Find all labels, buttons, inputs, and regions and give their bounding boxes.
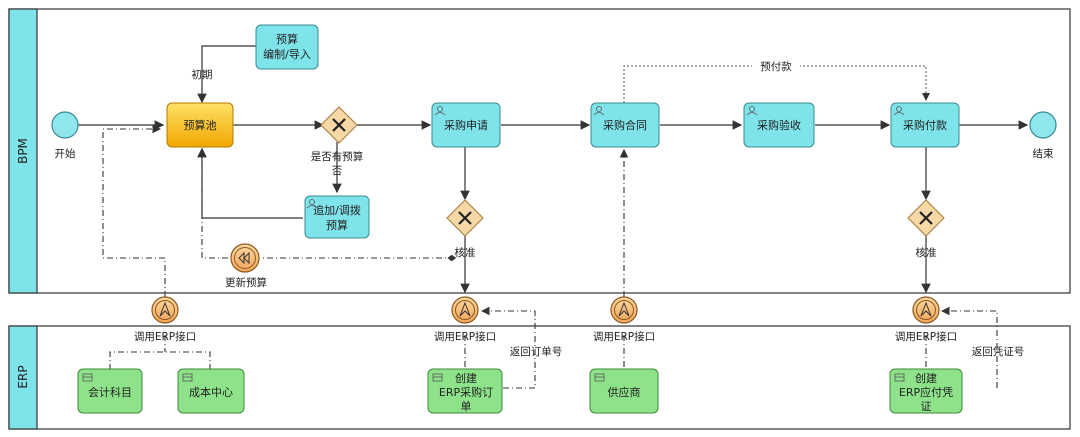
- end-event[interactable]: 结束: [1029, 111, 1057, 160]
- call-erp-4-label: 调用ERP接口: [895, 330, 957, 343]
- exclusive-gateway-x-icon: [332, 118, 346, 132]
- approve-1-label: 核准: [455, 246, 476, 259]
- task-supplier[interactable]: 供应商: [589, 368, 659, 414]
- escalation-icon: [618, 301, 630, 317]
- table-icon: [894, 373, 905, 382]
- has-budget-label: 是否有预算: [311, 150, 364, 163]
- bpm-lane-label: BPM: [16, 138, 30, 164]
- erp-call-event-1[interactable]: 调用ERP接口: [134, 296, 196, 343]
- table-icon: [82, 373, 93, 382]
- start-label: 开始: [55, 147, 76, 160]
- escalation-icon: [159, 301, 171, 317]
- update-budget-event[interactable]: 更新预算: [225, 243, 267, 289]
- table-icon: [182, 373, 193, 382]
- user-task-icon: [306, 199, 318, 209]
- purchase-contract-label: 采购合同: [603, 118, 647, 132]
- update-budget-label: 更新预算: [225, 276, 267, 289]
- end-label: 结束: [1033, 147, 1055, 160]
- user-task-icon: [593, 106, 605, 116]
- create-voucher-line1: 创建: [915, 371, 937, 385]
- exclusive-gateway-x-icon: [458, 211, 472, 225]
- task-accounting-subject[interactable]: 会计科目: [77, 368, 143, 414]
- rewind-icon: [238, 251, 250, 265]
- gateway-has-budget[interactable]: 是否有预算 否: [311, 106, 364, 177]
- erp-lane-label: ERP: [16, 365, 30, 388]
- gateway-approve-2[interactable]: 核准: [907, 199, 945, 259]
- return-voucher-no-label: 返回凭证号: [972, 345, 1025, 358]
- task-create-erp-po[interactable]: 创建 ERP采购订 单: [427, 368, 503, 414]
- add-adjust-line1: 追加/调拨: [313, 203, 361, 217]
- supplier-label: 供应商: [608, 385, 641, 399]
- task-purchase-payment[interactable]: 采购付款: [890, 102, 960, 148]
- budget-pool-label: 预算池: [184, 118, 217, 132]
- task-create-erp-voucher[interactable]: 创建 ERP应付凭 证: [889, 368, 963, 414]
- create-po-line1: 创建: [455, 371, 477, 385]
- prepayment-label: 预付款: [760, 60, 792, 73]
- budget-compile-line1: 预算: [276, 32, 298, 46]
- task-purchase-acceptance[interactable]: 采购验收: [743, 102, 815, 148]
- erp-call-event-3[interactable]: 调用ERP接口: [593, 296, 655, 343]
- start-event[interactable]: 开始: [51, 111, 79, 160]
- task-purchase-contract[interactable]: 采购合同: [590, 102, 660, 148]
- no-label: 否: [332, 165, 343, 177]
- user-task-icon: [746, 106, 758, 116]
- escalation-icon: [920, 301, 932, 317]
- prepayment-flow: 预付款: [623, 59, 930, 103]
- erp-call-event-4[interactable]: 调用ERP接口: [895, 296, 957, 343]
- erp-call-event-2[interactable]: 调用ERP接口: [434, 296, 496, 343]
- table-icon: [432, 373, 443, 382]
- purchase-request-label: 采购申请: [444, 118, 488, 132]
- escalation-icon: [459, 301, 471, 317]
- task-purchase-request[interactable]: 采购申请: [431, 102, 501, 148]
- bpm-pool: BPM: [8, 8, 1071, 294]
- accounting-subject-label: 会计科目: [88, 385, 132, 399]
- user-task-icon: [893, 106, 905, 116]
- create-voucher-line2: ERP应付凭: [899, 385, 953, 399]
- add-adjust-line2: 预算: [326, 218, 348, 232]
- table-icon: [594, 373, 605, 382]
- exclusive-gateway-x-icon: [919, 211, 933, 225]
- gateway-approve-1[interactable]: 核准: [446, 199, 484, 259]
- budget-compile-line2: 编制/导入: [263, 47, 311, 61]
- create-voucher-line3: 证: [921, 400, 932, 413]
- user-task-icon: [434, 106, 446, 116]
- task-add-adjust-budget[interactable]: 追加/调拨 预算: [304, 195, 370, 239]
- message-flows: [102, 124, 998, 389]
- return-po-no-label: 返回订单号: [510, 346, 563, 358]
- task-budget-compile[interactable]: 预算 编制/导入: [255, 24, 319, 70]
- initial-label: 初期: [192, 68, 213, 81]
- task-budget-pool[interactable]: 预算池: [166, 102, 234, 148]
- purchase-acceptance-label: 采购验收: [757, 118, 801, 132]
- call-erp-1-label: 调用ERP接口: [134, 330, 196, 343]
- create-po-line3: 单: [461, 400, 472, 413]
- purchase-payment-label: 采购付款: [903, 118, 947, 132]
- call-erp-3-label: 调用ERP接口: [593, 330, 655, 343]
- task-cost-center[interactable]: 成本中心: [177, 368, 245, 414]
- create-po-line2: ERP采购订: [439, 385, 493, 399]
- call-erp-2-label: 调用ERP接口: [434, 330, 496, 343]
- cost-center-label: 成本中心: [189, 385, 233, 399]
- approve-2-label: 核准: [916, 246, 937, 259]
